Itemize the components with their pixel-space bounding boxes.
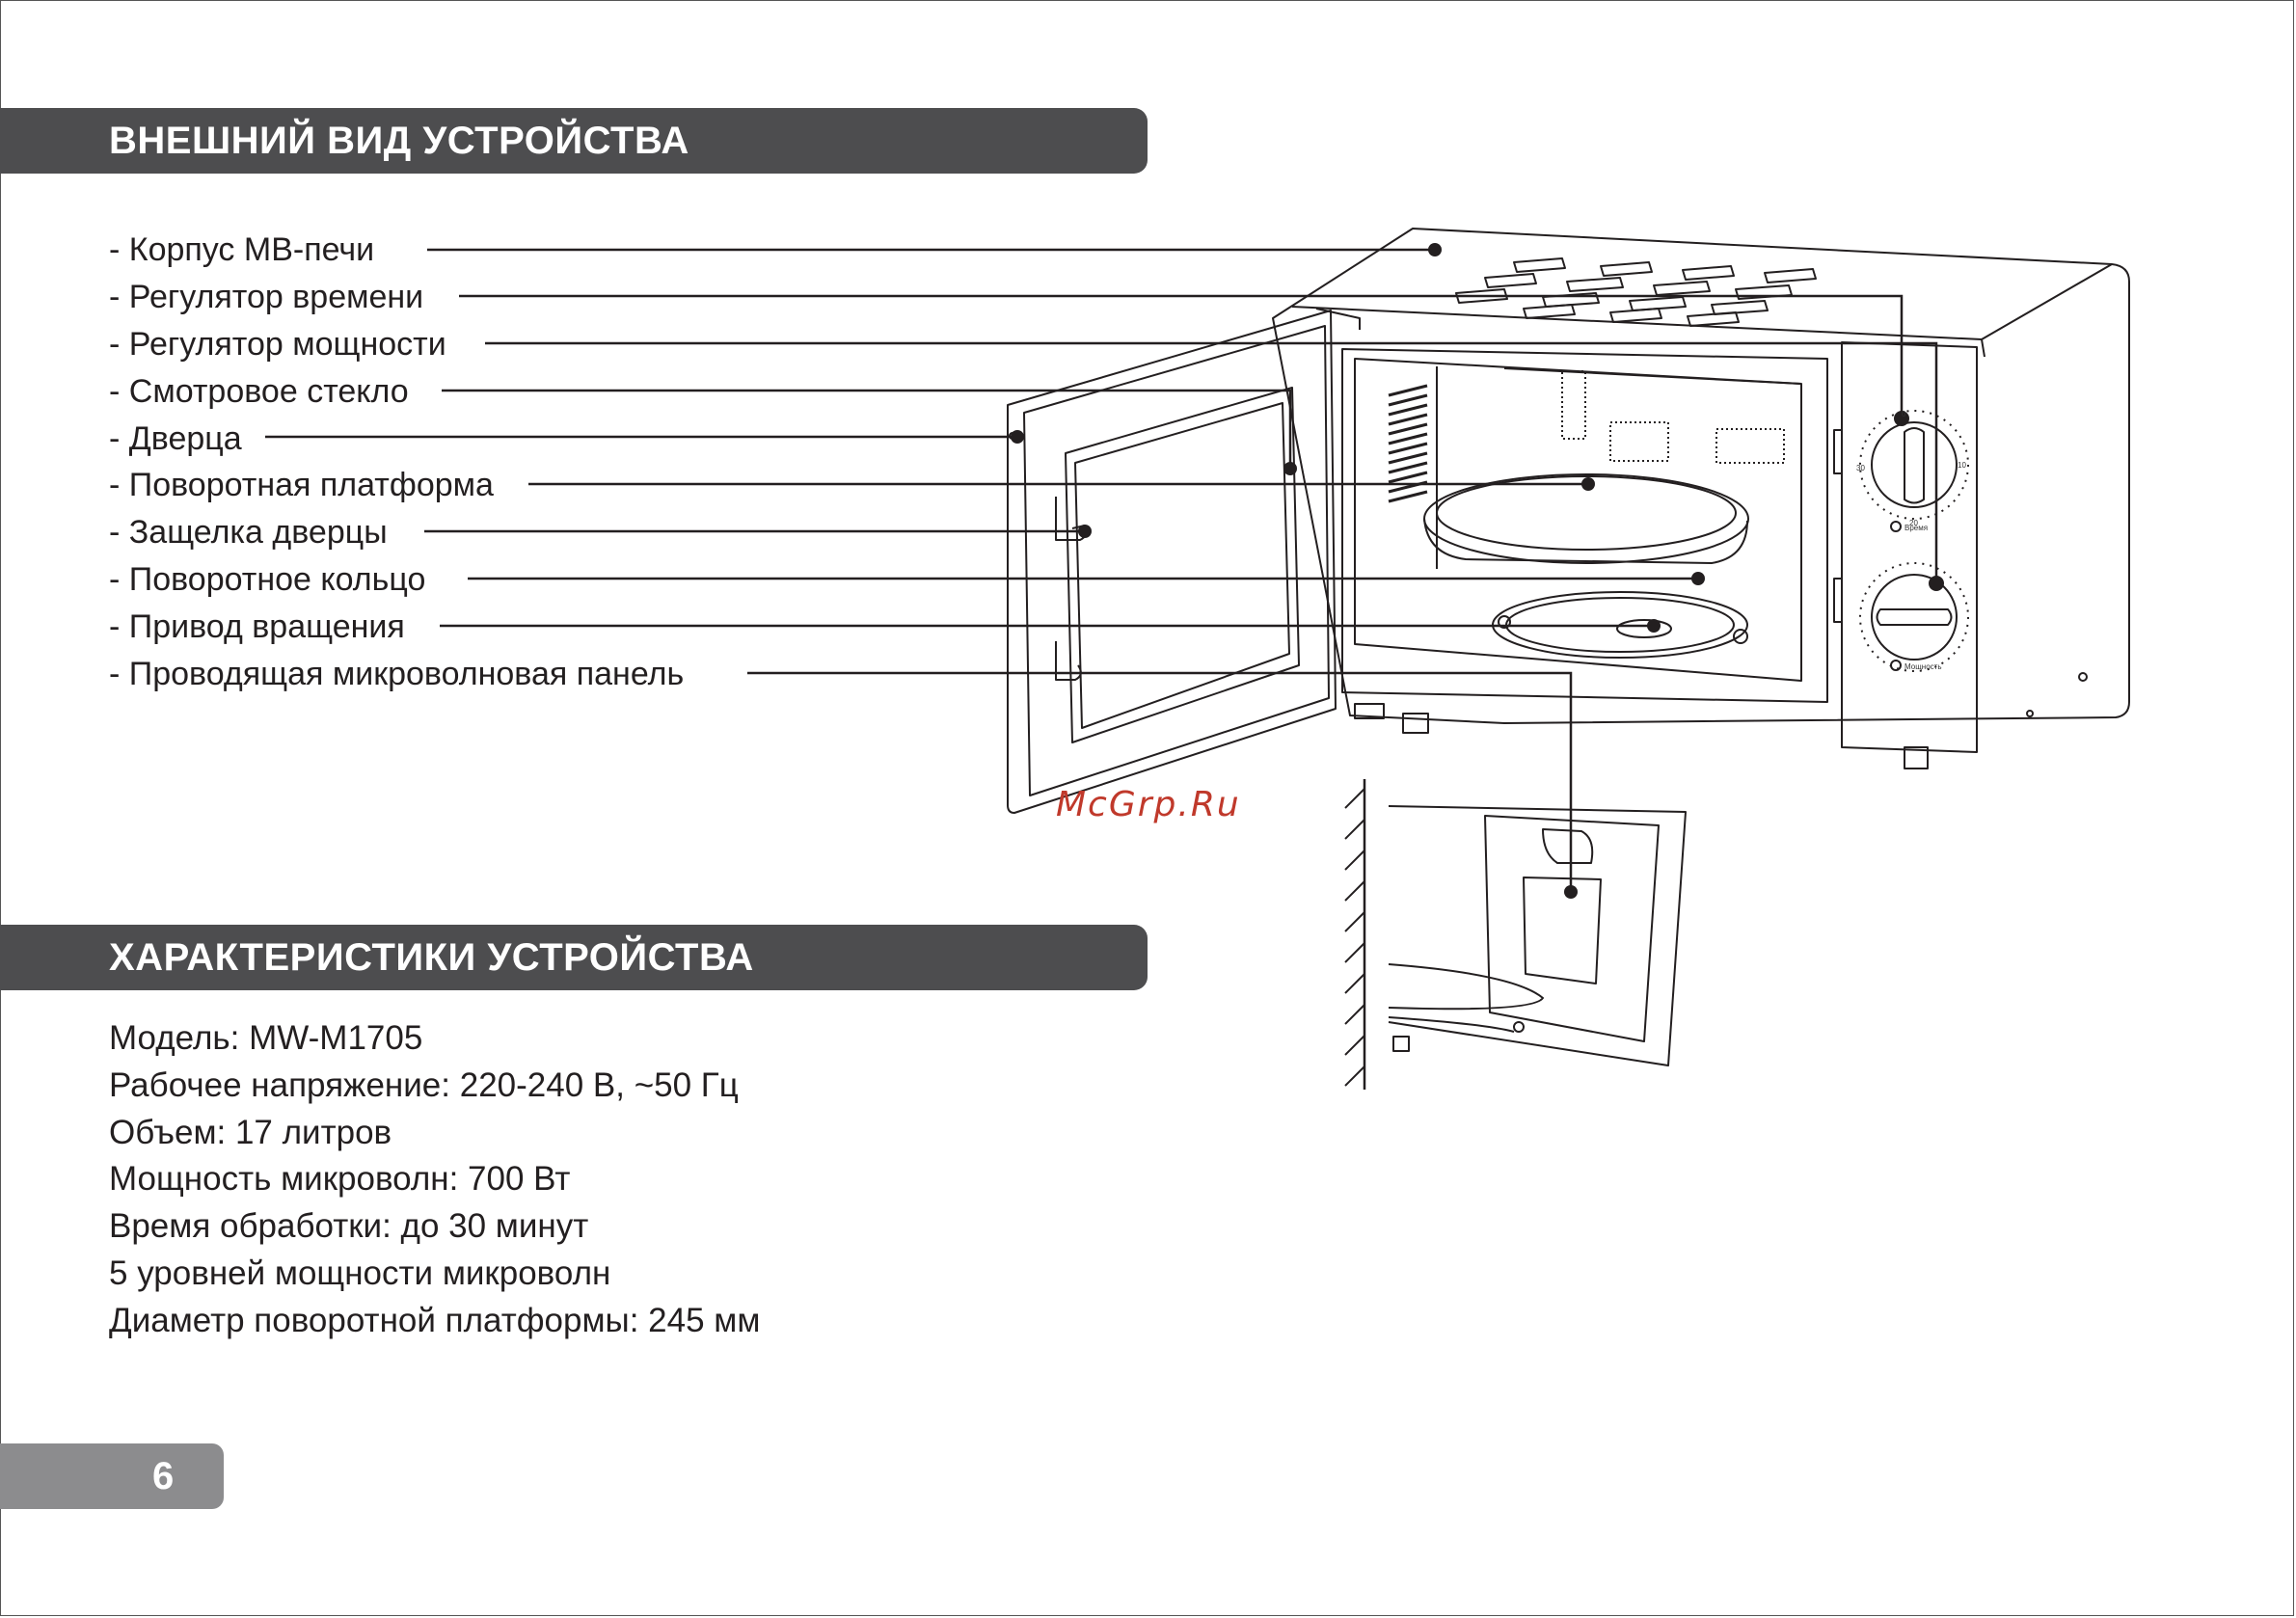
- timer-mark-30: 30: [1856, 464, 1865, 472]
- part-label-timer: - Регулятор времени: [109, 278, 424, 315]
- door-outline: [1007, 310, 1337, 814]
- leader-power: [485, 341, 1938, 583]
- part-label-turntable: - Поворотная платформа: [109, 467, 494, 504]
- spec-volume: Объем: 17 литров: [109, 1113, 392, 1151]
- page-number-tab: [0, 1443, 224, 1509]
- timer-mark-0: 0: [1902, 410, 1906, 418]
- part-label-power: - Регулятор мощности: [109, 325, 446, 363]
- part-label-drive: - Привод вращения: [109, 608, 405, 646]
- leader-waveguide: [747, 671, 1573, 892]
- spec-turntable-diameter: Диаметр поворотной платформы: 245 мм: [109, 1301, 761, 1339]
- watermark: McGrp.Ru: [1056, 785, 1241, 824]
- spec-power-levels: 5 уровней мощности микроволн: [109, 1254, 611, 1292]
- drive-coupler: [1616, 619, 1672, 638]
- part-label-waveguide-cover: - Проводящая микроволновая панель: [109, 656, 685, 693]
- power-label: Мощность: [1904, 662, 1941, 671]
- page-number: 6: [152, 1455, 175, 1497]
- timer-mark-10: 10: [1958, 461, 1966, 470]
- parts-list: - Корпус МВ-печи - Регулятор времени - Р…: [109, 227, 684, 698]
- part-label-body: - Корпус МВ-печи: [109, 231, 375, 268]
- part-label-door: - Дверца: [109, 419, 242, 457]
- timer-label: Время: [1904, 524, 1928, 532]
- specs-list: Модель: MW-M1705 Рабочее напряжение: 220…: [109, 1015, 760, 1345]
- section-header-appearance: ВНЕШНИЙ ВИД УСТРОЙСТВА: [0, 108, 1148, 174]
- part-label-latch: - Защелка дверцы: [109, 514, 388, 552]
- timer-mark-20: 20: [1909, 519, 1918, 527]
- section-header-specs: ХАРАКТЕРИСТИКИ УСТРОЙСТВА: [0, 925, 1148, 990]
- spec-microwave-power: Мощность микроволн: 700 Вт: [109, 1160, 571, 1199]
- door-window: [1065, 387, 1300, 743]
- leader-timer: [459, 294, 1904, 418]
- power-knob: [1859, 562, 1969, 672]
- spec-voltage: Рабочее напряжение: 220-240 В, ~50 Гц: [109, 1065, 739, 1104]
- spec-model: Модель: MW-M1705: [109, 1019, 423, 1057]
- timer-knob: [1859, 410, 1969, 520]
- part-label-window: - Смотровое стекло: [109, 372, 409, 410]
- leader-window: [442, 389, 1292, 469]
- control-panel: [1841, 341, 1978, 753]
- microwave-body-outline: [1272, 228, 2130, 724]
- section-title-specs: ХАРАКТЕРИСТИКИ УСТРОЙСТВА: [109, 936, 754, 979]
- spec-cook-time: Время обработки: до 30 минут: [109, 1207, 589, 1246]
- section-title-appearance: ВНЕШНИЙ ВИД УСТРОЙСТВА: [109, 120, 689, 162]
- part-label-ring: - Поворотное кольцо: [109, 561, 426, 599]
